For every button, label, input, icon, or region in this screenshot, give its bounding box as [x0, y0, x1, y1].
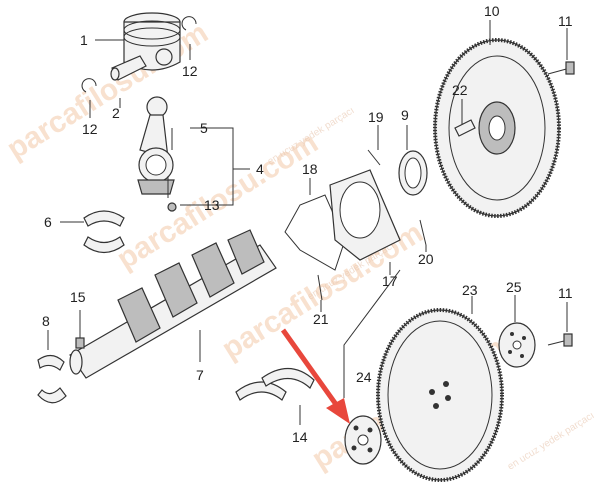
bracket-4-5-13	[180, 127, 234, 206]
callout-13: 13	[204, 197, 220, 213]
callout-7: 7	[196, 367, 204, 383]
reinforcing-plate	[498, 322, 536, 368]
callout-18: 18	[302, 161, 318, 177]
main-bearing-shells	[83, 210, 125, 254]
callout-2: 2	[112, 105, 120, 121]
callout-21: 21	[313, 311, 329, 327]
flywheel	[433, 38, 561, 218]
callout-14: 14	[292, 429, 308, 445]
callout-12-lower: 12	[82, 121, 98, 137]
watermark-tagline-3: en ucuz yedek parçacı	[506, 410, 597, 472]
highlight-arrow	[280, 328, 350, 424]
callout-23: 23	[462, 282, 478, 298]
drive-plate	[376, 308, 504, 482]
callout-20: 20	[418, 251, 434, 267]
callout-11-upper: 11	[558, 13, 573, 29]
rod-nut	[167, 202, 177, 212]
callout-15: 15	[70, 289, 86, 305]
callout-22: 22	[452, 82, 468, 98]
crankshaft	[69, 229, 277, 379]
callout-11-lower: 11	[558, 285, 573, 301]
rear-oil-seal	[398, 150, 428, 196]
pilot-bearing	[454, 119, 476, 137]
callout-19: 19	[368, 109, 384, 125]
callout-labels: 1 2 4 5 6 7 8 9 10 11 11 12 12 13 14 15 …	[42, 3, 573, 445]
callout-12-upper: 12	[182, 63, 198, 79]
callout-6: 6	[44, 214, 52, 230]
callout-8: 8	[42, 313, 50, 329]
flywheel-bolt-head-upper	[565, 61, 575, 75]
circlip-lower	[81, 78, 97, 93]
alignment-line-drive	[343, 269, 401, 398]
thrust-washers	[235, 367, 315, 401]
thrust-bearings-left	[37, 354, 67, 404]
callout-1: 1	[80, 32, 88, 48]
callout-5: 5	[200, 120, 208, 136]
watermark-text-1: parcafilosu.com	[1, 16, 214, 166]
circlip-upper	[181, 16, 197, 31]
callout-17: 17	[382, 273, 398, 289]
callout-25: 25	[506, 279, 522, 295]
woodruff-key	[75, 337, 85, 349]
callout-4: 4	[256, 161, 264, 177]
rear-seal-housing	[329, 169, 401, 261]
piston-pin	[110, 55, 147, 81]
seal-housing-bolt-lower	[419, 219, 427, 246]
seal-housing-bolt-bottom	[317, 274, 323, 301]
callout-10: 10	[484, 3, 500, 19]
spacer-plate	[344, 415, 382, 465]
drive-plate-bolt-head	[563, 333, 573, 347]
seal-housing-bolt-upper	[367, 149, 381, 166]
callout-24: 24	[356, 369, 372, 385]
callout-9: 9	[401, 107, 409, 123]
connecting-rod	[137, 96, 175, 195]
